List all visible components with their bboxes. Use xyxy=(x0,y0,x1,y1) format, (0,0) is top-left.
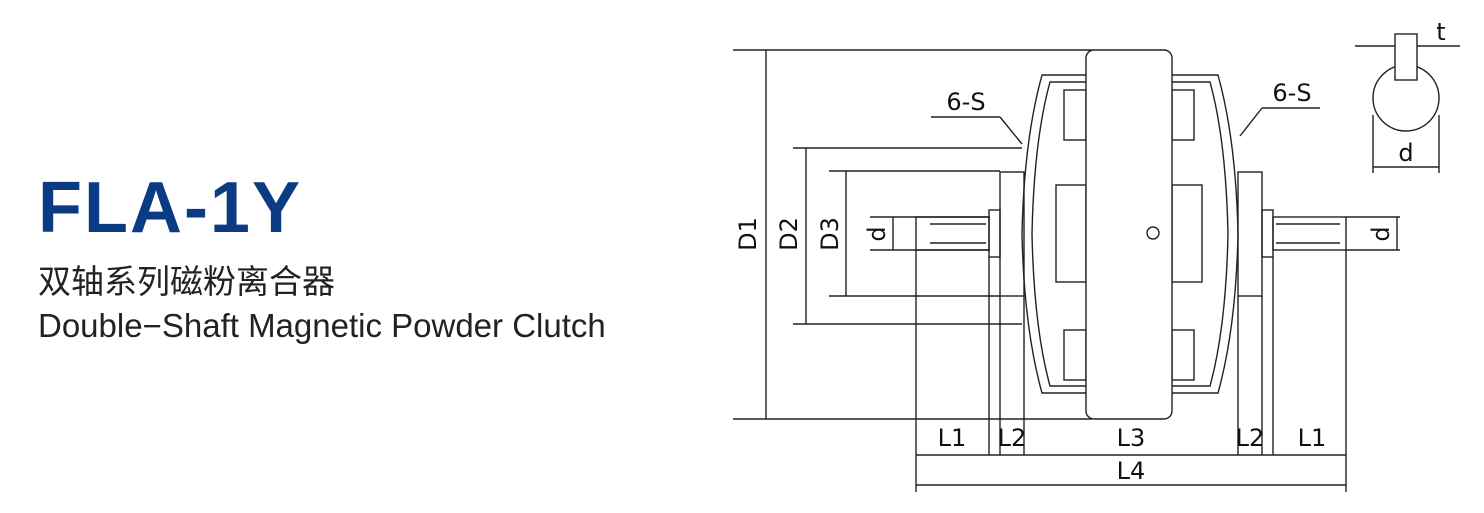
left-shaft-collar xyxy=(988,209,1001,258)
d-left-label: d xyxy=(863,226,891,241)
central-drum xyxy=(1085,49,1173,420)
d1-label: D1 xyxy=(734,217,762,251)
d-side-label: d xyxy=(1398,139,1413,167)
l1-right-label: L1 xyxy=(1298,424,1327,452)
left-housing xyxy=(1021,74,1086,394)
six-s-left-leader xyxy=(999,116,1023,145)
l3-label: L3 xyxy=(1117,424,1146,452)
six-s-left-label: 6-S xyxy=(946,88,985,116)
left-boss xyxy=(999,171,1025,297)
product-name-chinese: 双轴系列磁粉离合器 xyxy=(38,262,335,301)
six-s-right-leader xyxy=(1239,107,1263,137)
l1-left-label: L1 xyxy=(938,424,967,452)
d3-label: D3 xyxy=(816,217,844,251)
l4-label: L4 xyxy=(1117,457,1146,485)
model-title: FLA-1Y xyxy=(38,168,302,248)
t-label: t xyxy=(1436,18,1445,46)
d2-label: D2 xyxy=(775,217,803,251)
key-slot xyxy=(1394,33,1418,81)
right-housing xyxy=(1172,74,1239,394)
product-name-english: Double−Shaft Magnetic Powder Clutch xyxy=(38,307,606,344)
l2-right-label: L2 xyxy=(1236,424,1265,452)
right-shaft-collar xyxy=(1261,209,1274,258)
l2-left-label: L2 xyxy=(998,424,1027,452)
left-shaft xyxy=(915,216,990,251)
right-shaft xyxy=(1272,216,1347,251)
six-s-right-label: 6-S xyxy=(1272,79,1311,107)
right-boss xyxy=(1237,171,1263,297)
d-right-label: d xyxy=(1367,226,1395,241)
center-hole xyxy=(1146,226,1160,240)
title-block: FLA-1Y 双轴系列磁粉离合器 Double−Shaft Magnetic P… xyxy=(38,172,606,344)
